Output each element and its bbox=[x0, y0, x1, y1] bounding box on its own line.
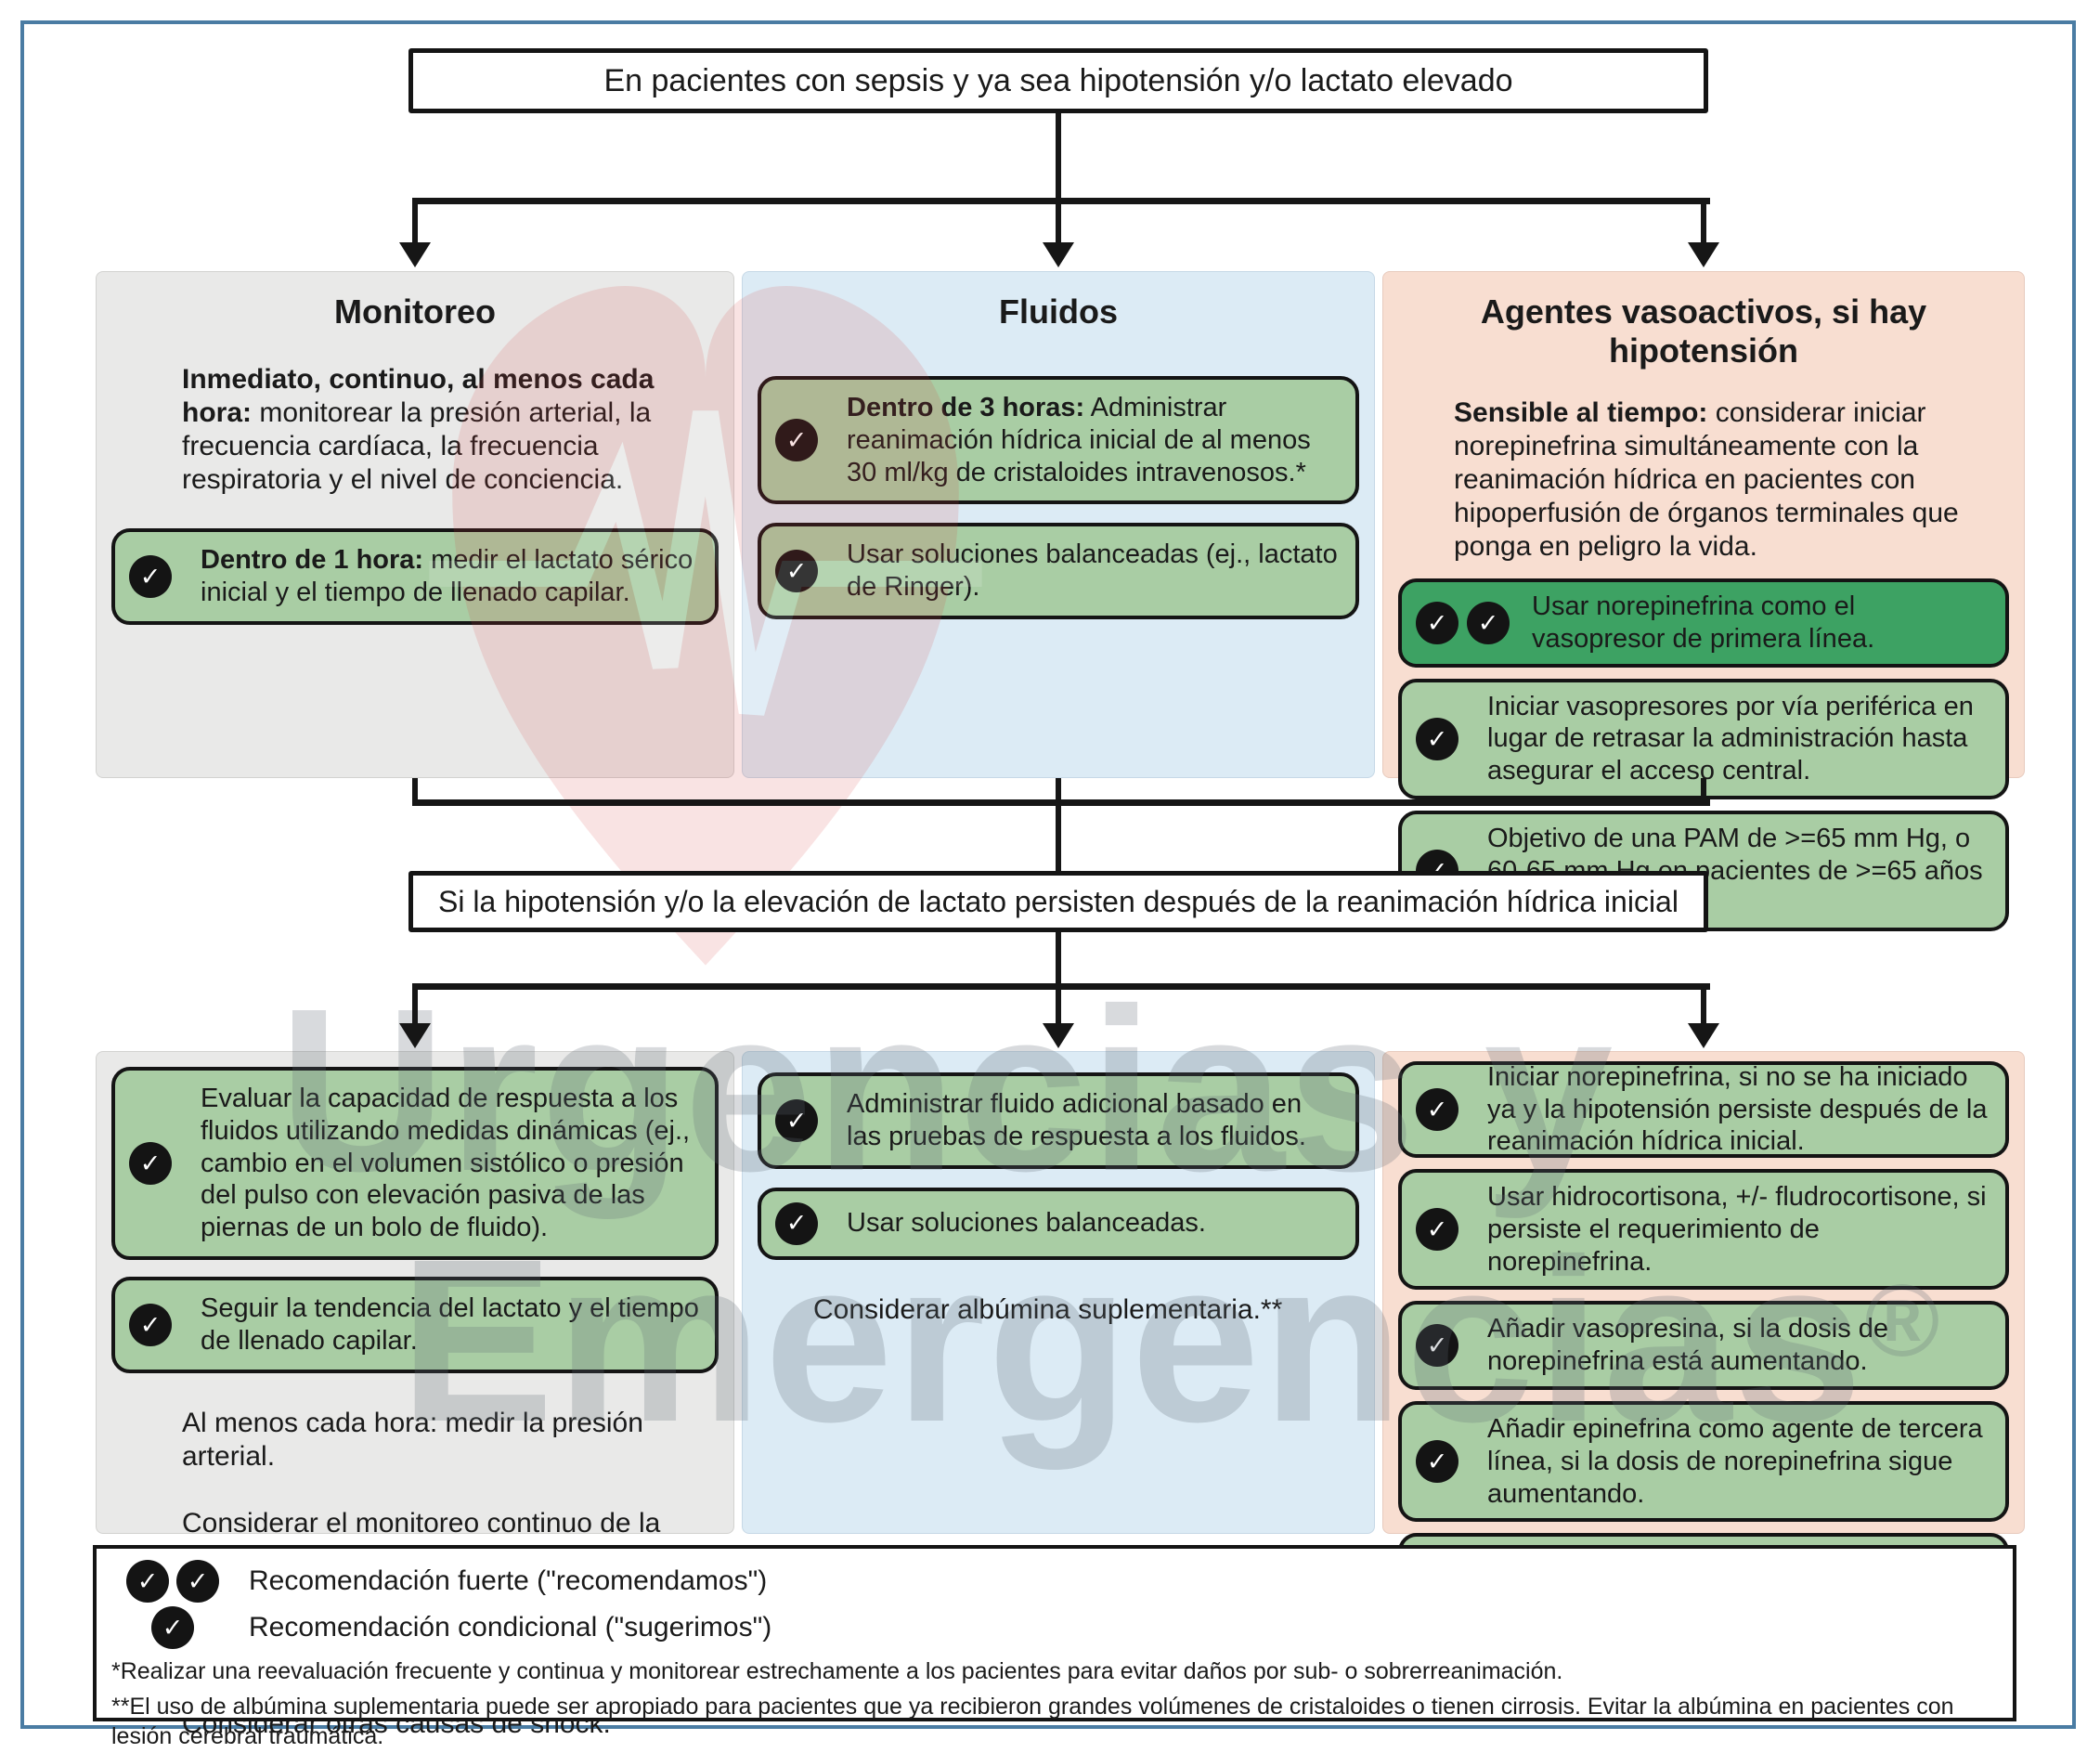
panel-intro: Inmediato, continuo, al menos cada hora:… bbox=[182, 364, 655, 495]
recommendation-text: Administrar fluido adicional basado en l… bbox=[847, 1089, 1306, 1151]
recommendation-text: Dentro de 1 hora: medir el lactato séric… bbox=[201, 545, 694, 607]
recommendation-box: ✓ Dentro de 3 horas: Administrar reanima… bbox=[758, 376, 1359, 505]
legend-conditional-row: ✓ Recomendación condicional ("sugerimos"… bbox=[124, 1604, 1998, 1651]
mid-condition-box: Si la hipotensión y/o la elevación de la… bbox=[408, 871, 1708, 932]
check-icon: ✓ bbox=[129, 1303, 172, 1346]
recommendation-text: Evaluar la capacidad de respuesta a los … bbox=[201, 1084, 691, 1243]
connector-line bbox=[412, 983, 418, 1026]
recommendation-box: ✓ Añadir epinefrina como agente de terce… bbox=[1398, 1400, 2009, 1523]
recommendation-text: Dentro de 3 horas: Administrar reanimaci… bbox=[847, 393, 1311, 487]
recommendation-text: Iniciar norepinefrina, si no se ha inici… bbox=[1487, 1061, 1988, 1157]
recommendation-text: Iniciar vasopresores por vía periférica … bbox=[1487, 691, 1974, 786]
recommendation-box: ✓ Usar soluciones balanceadas (ej., lact… bbox=[758, 523, 1359, 619]
connector-line bbox=[412, 778, 418, 804]
panel-vasoactive: Agentes vasoactivos, si hay hipotensión … bbox=[1382, 271, 2025, 932]
check-icon: ✓ bbox=[775, 550, 818, 593]
footnote-2: **El uso de albúmina suplementaria puede… bbox=[111, 1694, 1954, 1749]
recommendation-text: Añadir epinefrina como agente de tercera… bbox=[1487, 1413, 1983, 1509]
page-border bbox=[20, 20, 2076, 1729]
legend-strong-row: ✓✓ Recomendación fuerte ("recomendamos") bbox=[124, 1558, 1998, 1604]
panel-vasoactive-2: ✓ Iniciar norepinefrina, si no se ha ini… bbox=[1382, 1051, 2025, 1622]
recommendation-box: ✓ Usar hidrocortisona, +/- fludrocortiso… bbox=[1398, 1169, 2009, 1291]
recommendation-box: ✓ Seguir la tendencia del lactato y el t… bbox=[111, 1276, 719, 1373]
recommendation-box: ✓ Administrar fluido adicional basado en… bbox=[758, 1072, 1359, 1169]
check-icon: ✓ bbox=[775, 419, 818, 462]
panel-title: Agentes vasoactivos, si hay hipotensión bbox=[1480, 292, 1927, 370]
panel-note: Considerar albúmina suplementaria.** bbox=[813, 1293, 1283, 1325]
check-icon: ✓ bbox=[129, 1141, 172, 1185]
arrow-down-icon bbox=[1688, 1023, 1719, 1048]
recommendation-box: ✓ Usar soluciones balanceadas. bbox=[758, 1187, 1359, 1260]
check-icon: ✓ bbox=[1416, 1088, 1458, 1131]
connector-line bbox=[1056, 198, 1061, 246]
check-icon: ✓ bbox=[1416, 1208, 1458, 1252]
recommendation-text: Usar soluciones balanceadas. bbox=[847, 1208, 1206, 1239]
recommendation-text: Seguir la tendencia del lactato y el tie… bbox=[201, 1292, 699, 1356]
connector-line bbox=[1056, 932, 1061, 986]
connector-line bbox=[1056, 804, 1061, 873]
check-icon: ✓ bbox=[129, 554, 172, 598]
recommendation-box: ✓ Iniciar norepinefrina, si no se ha ini… bbox=[1398, 1061, 2009, 1158]
panel-intro: Sensible al tiempo: considerar iniciar n… bbox=[1454, 397, 1959, 562]
check-icon: ✓ bbox=[775, 1098, 818, 1142]
panel-note: Al menos cada hora: medir la presión art… bbox=[182, 1407, 643, 1472]
arrow-down-icon bbox=[1688, 242, 1719, 267]
arrow-down-icon bbox=[1043, 1023, 1074, 1048]
arrow-down-icon bbox=[1043, 242, 1074, 267]
connector-line bbox=[1701, 198, 1706, 246]
recommendation-text: Añadir vasopresina, si la dosis de norep… bbox=[1487, 1314, 1889, 1377]
panel-monitoring-2: ✓ Evaluar la capacidad de respuesta a lo… bbox=[96, 1051, 734, 1739]
connector-line bbox=[412, 198, 1710, 204]
panel-monitoring: Monitoreo Inmediato, continuo, al menos … bbox=[96, 271, 734, 778]
double-check-icon: ✓✓ bbox=[1416, 601, 1510, 644]
check-icon: ✓ bbox=[1416, 717, 1458, 760]
recommendation-box: ✓ Añadir vasopresina, si la dosis de nor… bbox=[1398, 1301, 2009, 1390]
recommendation-box: ✓ Dentro de 1 hora: medir el lactato sér… bbox=[111, 528, 719, 625]
check-icon: ✓ bbox=[775, 1201, 818, 1245]
arrow-down-icon bbox=[399, 242, 431, 267]
connector-line bbox=[1056, 113, 1061, 202]
top-condition-box: En pacientes con sepsis y ya sea hipoten… bbox=[408, 48, 1708, 113]
footnote-1: *Realizar una reevaluación frecuente y c… bbox=[111, 1658, 1563, 1684]
arrow-down-icon bbox=[399, 1023, 431, 1048]
panel-fluids-2: ✓ Administrar fluido adicional basado en… bbox=[742, 1051, 1375, 1534]
connector-line bbox=[1701, 983, 1706, 1026]
recommendation-box-strong: ✓✓ Usar norepinefrina como el vasopresor… bbox=[1398, 578, 2009, 668]
recommendation-text: Usar hidrocortisona, +/- fludrocortisone… bbox=[1487, 1182, 1987, 1277]
recommendation-text: Usar soluciones balanceadas (ej., lactat… bbox=[847, 539, 1338, 603]
connector-line bbox=[412, 198, 418, 246]
panel-fluids: Fluidos ✓ Dentro de 3 horas: Administrar… bbox=[742, 271, 1375, 778]
connector-line bbox=[1056, 778, 1061, 804]
recommendation-box: ✓ Evaluar la capacidad de respuesta a lo… bbox=[111, 1067, 719, 1260]
panel-title: Fluidos bbox=[999, 292, 1118, 331]
check-icon: ✓ bbox=[1416, 1324, 1458, 1368]
check-icon: ✓ bbox=[1416, 1440, 1458, 1484]
check-icon: ✓ bbox=[124, 1606, 221, 1649]
double-check-icon: ✓✓ bbox=[124, 1560, 221, 1603]
recommendation-text: Usar norepinefrina como el vasopresor de… bbox=[1532, 591, 1875, 654]
legend-strong-label: Recomendación fuerte ("recomendamos") bbox=[249, 1565, 768, 1596]
panel-title: Monitoreo bbox=[334, 292, 496, 331]
legend-conditional-label: Recomendación condicional ("sugerimos") bbox=[249, 1612, 772, 1643]
legend-box: ✓✓ Recomendación fuerte ("recomendamos")… bbox=[93, 1545, 2016, 1749]
connector-line bbox=[1056, 983, 1061, 1026]
connector-line bbox=[412, 799, 1710, 806]
connector-line bbox=[1701, 778, 1706, 804]
connector-line bbox=[412, 983, 1710, 990]
